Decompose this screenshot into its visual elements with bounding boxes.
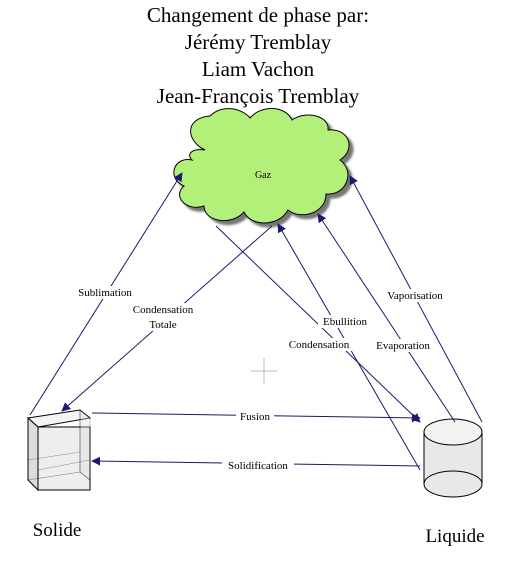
fusion-label: Fusion [240, 411, 270, 423]
liquid-cylinder [423, 418, 483, 498]
title-line-4: Jean-François Tremblay [157, 84, 360, 108]
condensation-label: Condensation [289, 339, 350, 351]
liquid-label: Liquide [425, 526, 484, 547]
condensation-totale-label-line-2: Totale [149, 319, 176, 331]
vaporisation-label: Vaporisation [387, 290, 443, 302]
title-line-2: Jérémy Tremblay [185, 30, 332, 54]
sublimation-label: Sublimation [78, 287, 132, 299]
center-crosshair [251, 358, 277, 384]
gas-label: Gaz [255, 170, 272, 181]
gas-cloud [173, 108, 350, 224]
title-line-1: Changement de phase par: [147, 3, 369, 27]
evaporation-label: Evaporation [376, 340, 430, 352]
ebullition-label: Ebullition [323, 316, 368, 328]
solidification-label: Solidification [228, 460, 288, 472]
title-line-3: Liam Vachon [202, 57, 315, 81]
solid-label: Solide [33, 520, 82, 541]
solid-cube [26, 409, 92, 492]
condensation-totale-label-line-1: Condensation [133, 304, 194, 316]
evaporation-arrow [317, 213, 456, 423]
